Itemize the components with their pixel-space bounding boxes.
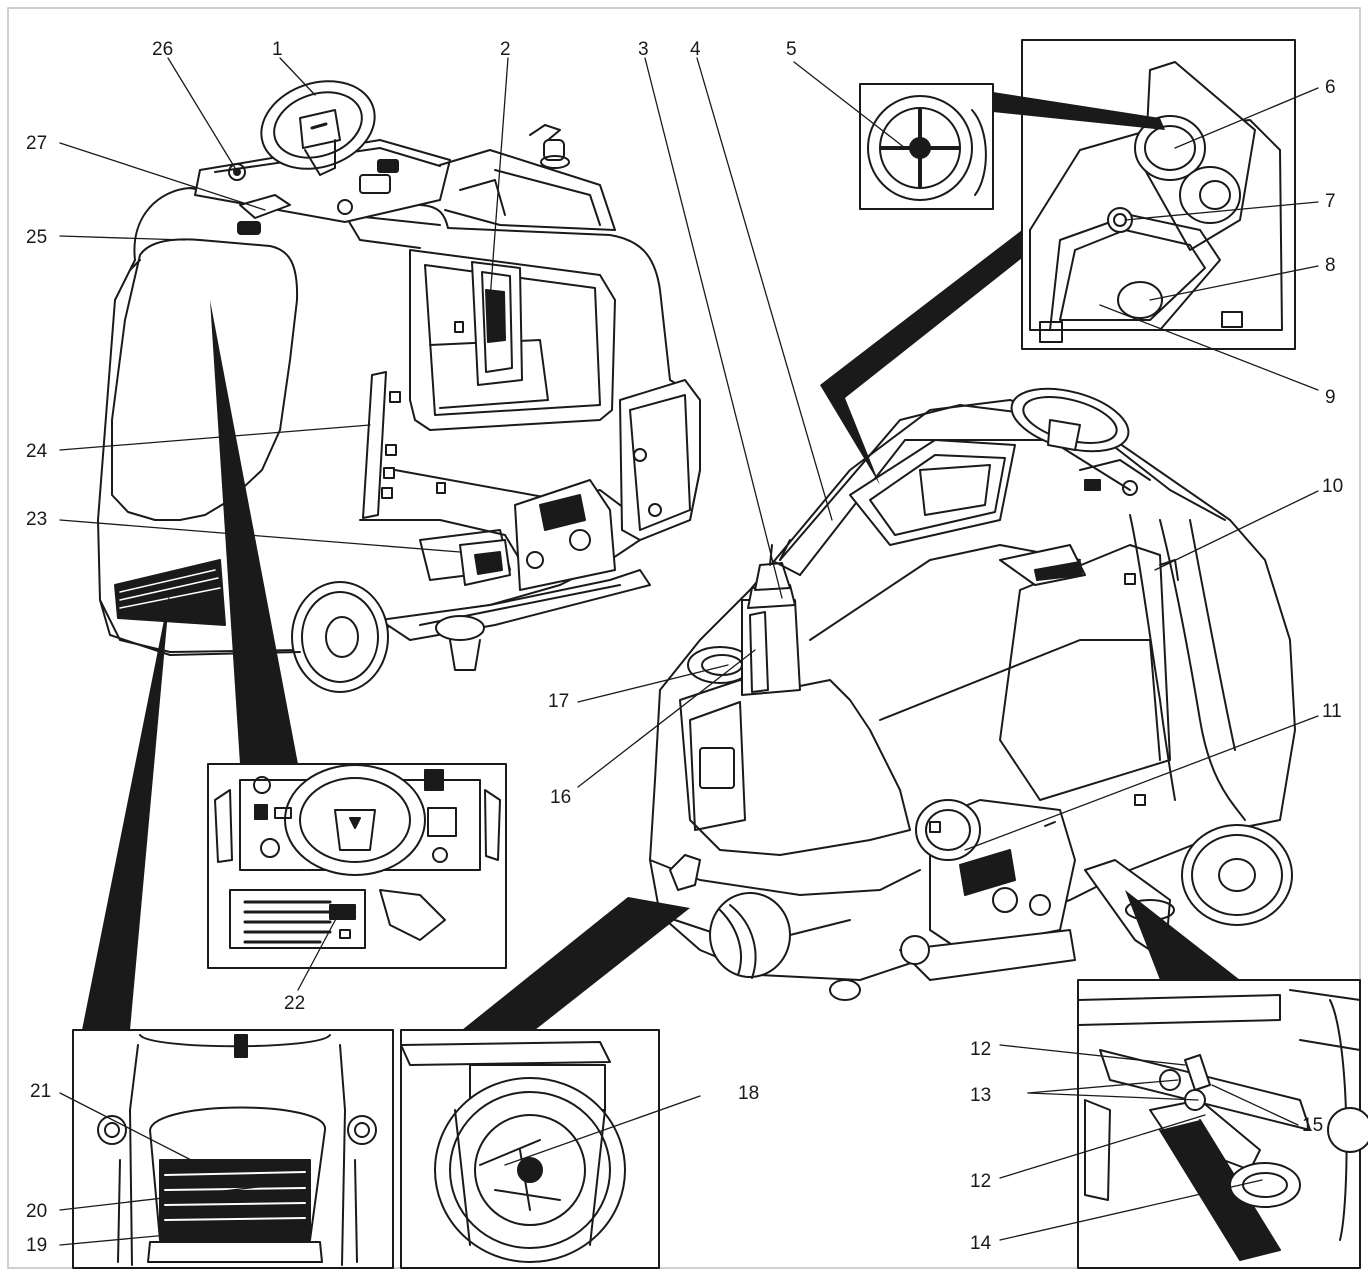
right-machine xyxy=(649,387,1296,1001)
inset-connectors xyxy=(82,92,1240,1030)
inset-tank-top xyxy=(1021,39,1296,350)
callout-18: 18 xyxy=(738,1083,760,1104)
callout-23: 23 xyxy=(26,509,48,530)
inset-squeegee xyxy=(1077,979,1368,1269)
callout-15: 15 xyxy=(1302,1115,1324,1136)
callout-4: 4 xyxy=(690,39,701,60)
left-machine-wheel xyxy=(291,581,389,693)
inset-step xyxy=(72,1029,394,1269)
inset-filter-5 xyxy=(859,83,994,210)
callout-12-upper: 12 xyxy=(970,1039,992,1060)
callout-9: 9 xyxy=(1325,387,1336,408)
callout-5: 5 xyxy=(786,39,797,60)
inset-wheel xyxy=(400,1029,660,1269)
callout-25: 25 xyxy=(26,227,48,248)
callout-6: 6 xyxy=(1325,77,1336,98)
callout-10: 10 xyxy=(1322,476,1344,497)
leader-lines xyxy=(59,57,1319,1246)
callout-2: 2 xyxy=(500,39,511,60)
callout-22: 22 xyxy=(284,993,306,1014)
callout-11: 11 xyxy=(1322,701,1342,722)
callout-13: 13 xyxy=(970,1085,992,1106)
callout-20: 20 xyxy=(26,1201,48,1222)
outer-frame xyxy=(7,7,1361,1269)
callout-3: 3 xyxy=(638,39,649,60)
callout-26: 27 xyxy=(26,133,48,154)
callout-1: 1 xyxy=(272,39,283,60)
callout-19: 19 xyxy=(26,1235,48,1256)
callout-17: 17 xyxy=(548,691,570,712)
callout-7: 7 xyxy=(1325,191,1336,212)
right-machine-wheel xyxy=(1181,824,1293,926)
callout-8: 8 xyxy=(1325,255,1336,276)
callout-24: 24 xyxy=(26,441,48,462)
callout-14: 14 xyxy=(970,1233,992,1254)
left-machine xyxy=(97,80,701,693)
callout-12-lower: 12 xyxy=(970,1171,992,1192)
callout-16: 16 xyxy=(550,787,572,808)
callout-27: 26 xyxy=(152,39,174,60)
inset-console xyxy=(207,763,507,969)
callout-21: 21 xyxy=(30,1081,52,1102)
